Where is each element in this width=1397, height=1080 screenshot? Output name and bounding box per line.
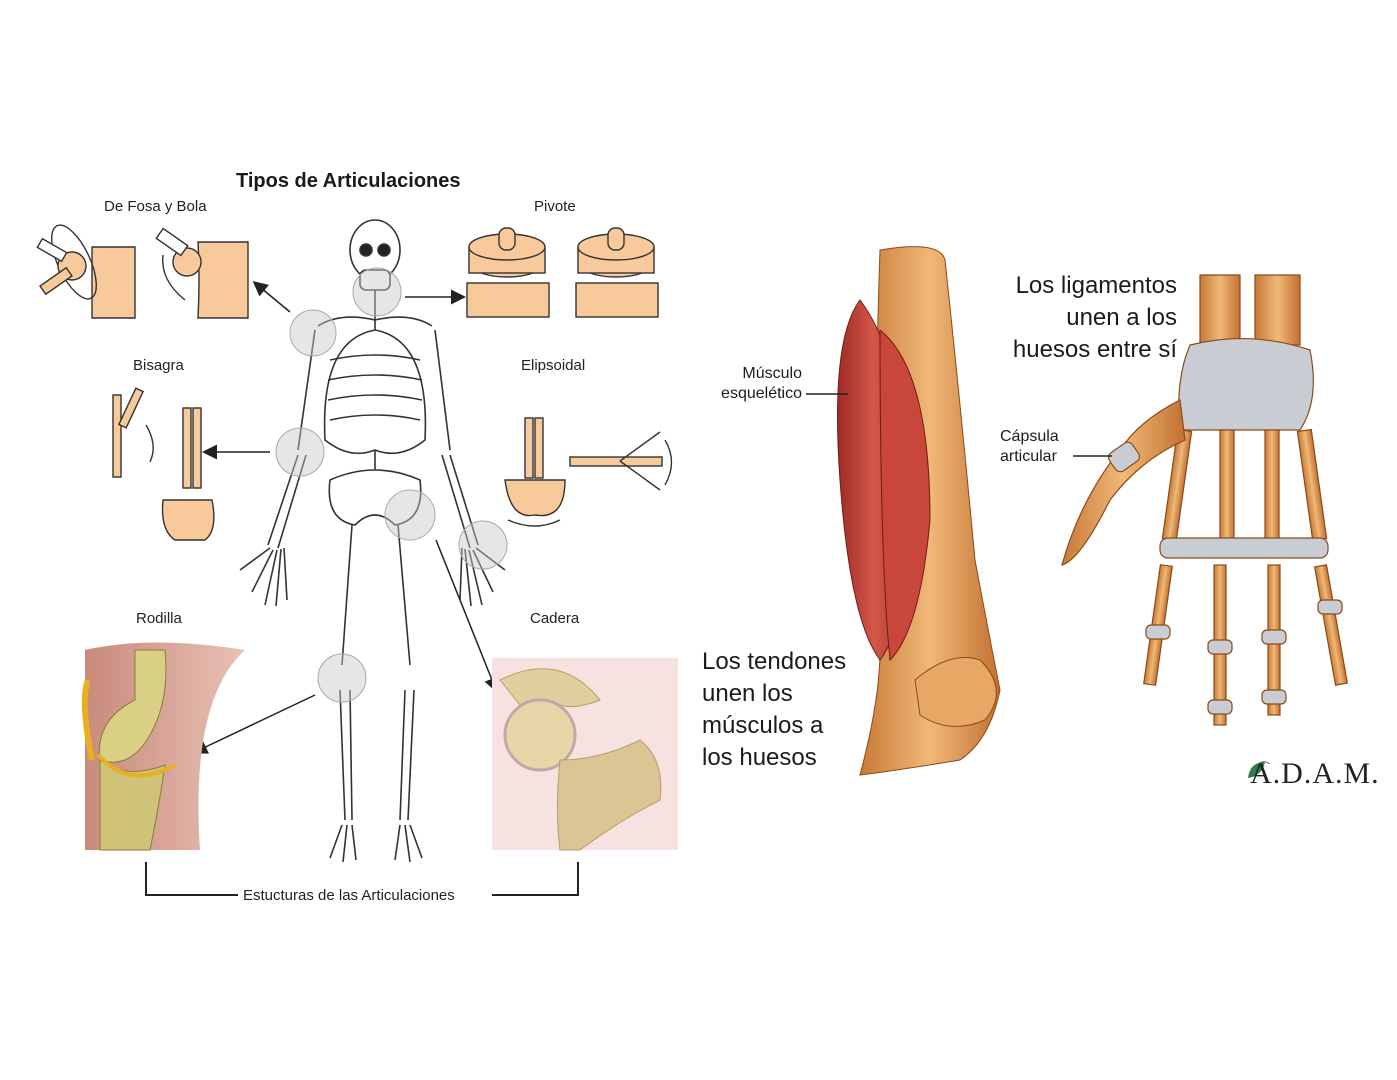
label-knee: Rodilla (136, 610, 182, 627)
label-hinge: Bisagra (133, 357, 184, 374)
skeleton (239, 219, 506, 863)
ball-socket-illustration (36, 224, 249, 319)
hip-illustration (492, 658, 678, 851)
tendons-caption: Los tendones unen los músculos a los hue… (702, 648, 847, 771)
pointer-arrows (192, 281, 499, 754)
hinge-illustration (112, 387, 215, 541)
ligaments-caption: Los ligamentos unen a los huesos entre s… (1012, 272, 1177, 363)
adam-logo: A.D.A.M. (1250, 757, 1380, 790)
bracket-caption: Estucturas de las Articulaciones (243, 887, 455, 904)
label-ball-socket: De Fosa y Bola (104, 198, 207, 215)
ellipsoidal-illustration (504, 417, 673, 527)
forearm-muscle-illustration (806, 246, 1001, 776)
pivot-illustration (466, 227, 659, 318)
diagram-title: Tipos de Articulaciones (236, 170, 461, 192)
hand-ligaments-illustration (1061, 274, 1349, 726)
label-pivot: Pivote (534, 198, 576, 215)
capsule-label: Cápsula articular (1000, 428, 1059, 465)
label-hip: Cadera (530, 610, 580, 627)
structures-bracket (145, 862, 579, 896)
joint-highlights (275, 267, 508, 703)
muscle-label: Músculo esquelético (721, 365, 802, 402)
label-ellipsoidal: Elipsoidal (521, 357, 586, 374)
knee-illustration (81, 642, 245, 851)
adam-leaf-icon (1248, 761, 1271, 778)
